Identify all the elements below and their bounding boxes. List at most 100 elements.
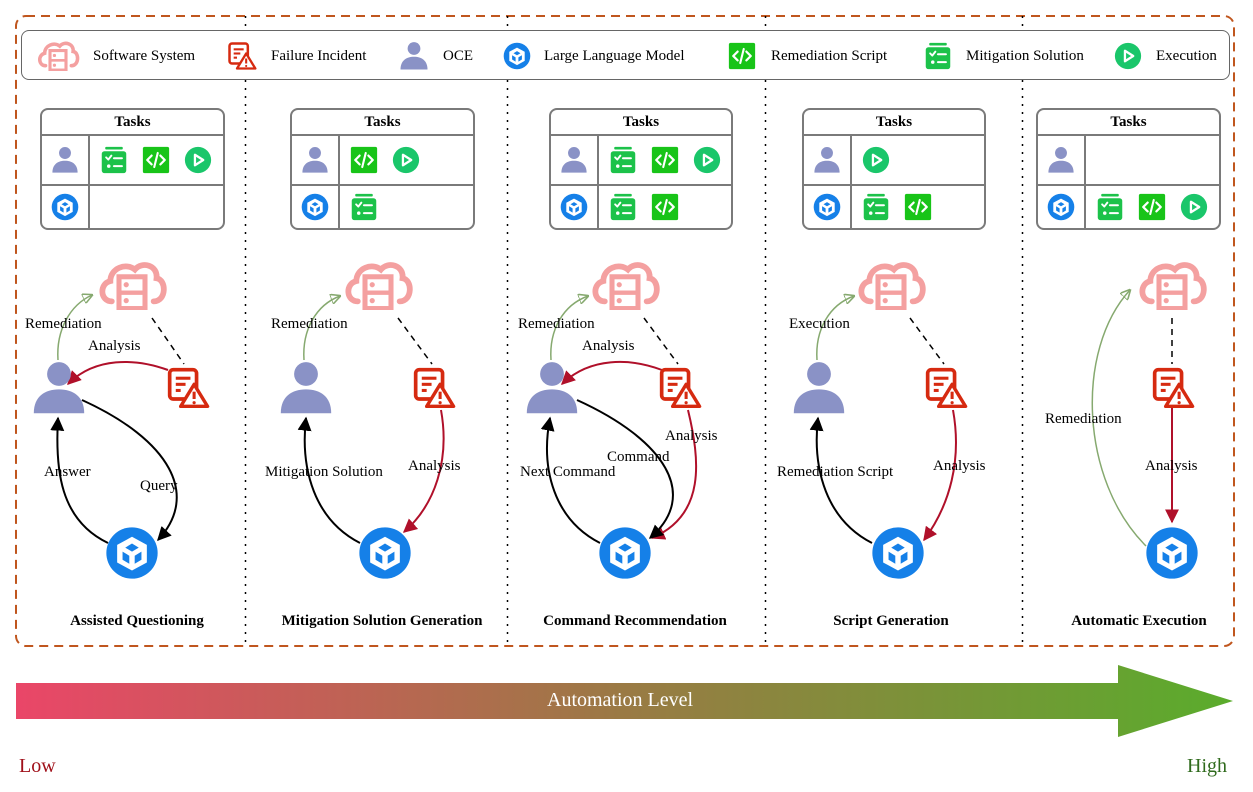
person-icon (33, 362, 85, 414)
person-icon (280, 362, 332, 414)
remediation-script-edge (809, 416, 873, 544)
oce-task-row (1038, 136, 1219, 184)
mitigation-solution-edge (297, 416, 361, 544)
cloud-server-icon (1142, 265, 1203, 309)
llm-cube-icon (359, 527, 411, 579)
role-cell (551, 186, 599, 228)
edge-label: Analysis (665, 428, 718, 444)
legend-label-remediation-script: Remediation Script (771, 48, 888, 64)
legend-label-software-system: Software System (93, 48, 196, 64)
query-edge (81, 399, 178, 542)
llm-cube-icon (106, 527, 158, 579)
system-incident-link (909, 317, 945, 365)
legend-label-mitigation-solution: Mitigation Solution (966, 48, 1084, 64)
high-label: High (1187, 755, 1227, 777)
edge-label: Remediation (1045, 411, 1122, 427)
cloud-server-icon (102, 265, 163, 309)
analysis-edge (402, 409, 445, 533)
stage-1-flow (33, 265, 210, 579)
llm-task-row (1038, 184, 1219, 228)
edge-label: Analysis (933, 458, 986, 474)
stage-4-flow (793, 265, 968, 579)
role-cell (292, 186, 340, 228)
legend-label-llm: Large Language Model (544, 48, 685, 64)
stage-title: Automatic Execution (1071, 613, 1207, 629)
edge-label: Mitigation Solution (265, 464, 383, 480)
execution-edge (816, 296, 854, 361)
analysis-edge-to-llm (650, 409, 698, 540)
llm-cube-icon (1146, 527, 1198, 579)
failure-incident-icon (167, 367, 210, 409)
next-command-edge (540, 416, 601, 544)
tasks-table: Tasks (290, 108, 475, 230)
legend-label-execution: Execution (1156, 48, 1217, 64)
edge-label: Execution (789, 316, 850, 332)
tasks-header: Tasks (42, 110, 223, 136)
answer-edge (50, 416, 109, 544)
edge-label: Remediation Script (777, 464, 894, 480)
stage-title: Assisted Questioning (70, 613, 204, 629)
legend: Software System Failure Incident OCE Lar… (21, 30, 1230, 80)
role-cell (1038, 136, 1086, 184)
tasks-header: Tasks (292, 110, 473, 136)
edge-label: Analysis (582, 338, 635, 354)
analysis-edge (923, 409, 957, 542)
edge-label: Answer (44, 464, 91, 480)
role-cell (551, 136, 599, 184)
role-cell (292, 136, 340, 184)
failure-incident-icon (1152, 367, 1195, 409)
automation-level-arrow (16, 665, 1233, 737)
cloud-server-icon (861, 265, 922, 309)
llm-cube-icon (872, 527, 924, 579)
automation-level-label: Automation Level (547, 689, 694, 711)
analysis-edge-to-oce (560, 361, 663, 385)
tasks-table: Tasks (549, 108, 733, 230)
tasks-header: Tasks (804, 110, 984, 136)
tasks-table: Tasks (40, 108, 225, 230)
oce-task-row (42, 136, 223, 184)
analysis-edge (67, 361, 169, 385)
oce-task-row (292, 136, 473, 184)
automation-arrow-shape (16, 665, 1233, 737)
person-icon (526, 362, 578, 414)
llm-task-row (42, 184, 223, 228)
edge-label: Remediation (271, 316, 348, 332)
oce-task-row (804, 136, 984, 184)
llm-task-row (551, 184, 731, 228)
remediation-edge (550, 296, 588, 361)
system-incident-link (397, 317, 433, 365)
outer-dashed-frame (15, 15, 1235, 647)
stage-5-flow (1091, 265, 1204, 579)
edge-label: Command (607, 449, 670, 465)
tasks-table: Tasks (802, 108, 986, 230)
edge-label: Analysis (1145, 458, 1198, 474)
llm-cube-icon (599, 527, 651, 579)
llm-task-row (292, 184, 473, 228)
remediation-edge (57, 295, 92, 361)
failure-incident-icon (925, 367, 968, 409)
stage-title: Command Recommendation (543, 613, 727, 629)
system-incident-link (643, 317, 679, 365)
legend-label-oce: OCE (443, 48, 473, 64)
command-edge (576, 399, 674, 539)
low-label: Low (19, 755, 56, 777)
failure-incident-icon (413, 367, 456, 409)
remediation-edge (303, 296, 340, 361)
stage-3-flow (526, 265, 702, 579)
role-cell (42, 136, 90, 184)
edge-label: Analysis (408, 458, 461, 474)
oce-task-row (551, 136, 731, 184)
tasks-table: Tasks (1036, 108, 1221, 230)
llm-task-row (804, 184, 984, 228)
role-cell (804, 186, 852, 228)
edge-label: Remediation (25, 316, 102, 332)
legend-label-failure-incident: Failure Incident (271, 48, 367, 64)
stage-title: Script Generation (833, 613, 949, 629)
edge-label: Analysis (88, 338, 141, 354)
stage-title: Mitigation Solution Generation (281, 613, 483, 629)
role-cell (804, 136, 852, 184)
stage-2-flow (280, 265, 456, 579)
